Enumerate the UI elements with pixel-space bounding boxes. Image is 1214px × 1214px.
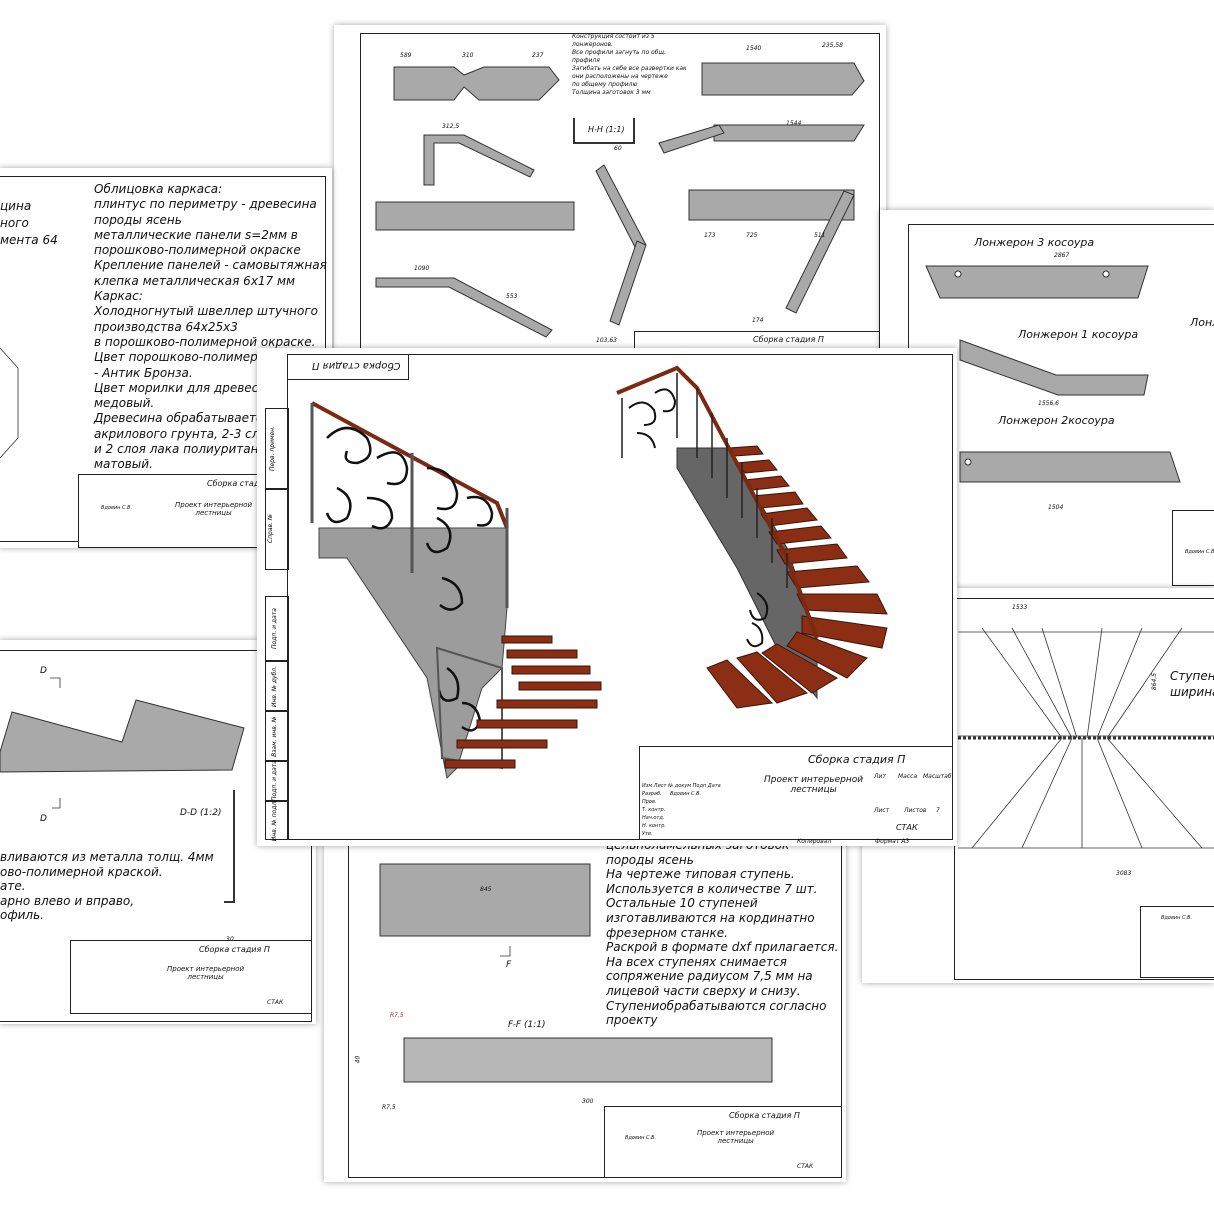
- title-block-stage: Сборка стадия П: [199, 945, 270, 954]
- side-box-1: Перв. примен.: [265, 408, 289, 490]
- title-block-main: Сборка стадия П Изм Лист № докум Подп Да…: [639, 746, 953, 840]
- title-block-list: Лист: [874, 807, 890, 814]
- title-block-author: Вдовин С.В.: [1185, 549, 1214, 555]
- dim-r7-5-bottom: R7,5: [382, 1104, 396, 1111]
- profile-drawings: [375, 62, 865, 338]
- beam-drawings: [925, 265, 1181, 483]
- dim-1090: 1090: [414, 265, 430, 272]
- panel-note: вливаются из металла толщ. 4мм ово-полим…: [0, 850, 214, 922]
- section-h-h: H-H (1:1): [588, 125, 625, 134]
- panel-drawing: [0, 677, 245, 903]
- staircase-renders: [310, 365, 888, 780]
- dim-310: 310: [462, 52, 474, 59]
- title-block-izm-row: Изм Лист № докум Подп Дата: [642, 783, 721, 789]
- dim-589: 589: [400, 52, 412, 59]
- title-block-project: Проект интерьерной лестницы: [764, 775, 864, 795]
- dim-1540: 1540: [746, 45, 762, 52]
- dim-1556-6: 1556,6: [1038, 400, 1059, 407]
- cut-note: цина ного мента 64: [0, 199, 58, 247]
- dim-845: 845: [480, 886, 492, 893]
- sheet-main-assembly: Сборка стадия П Перв. примен. Справ. № П…: [257, 348, 957, 846]
- step-note: цельноламельных заготовок породы ясень Н…: [606, 838, 839, 1028]
- frame-sketch: [0, 347, 19, 459]
- dim-725: 725: [746, 232, 758, 239]
- dim-2867: 2867: [1054, 252, 1070, 259]
- beam-2-label: Лонжерон 2косоура: [998, 414, 1115, 427]
- side-box-2: Справ. №: [265, 488, 289, 570]
- title-block-massa: Масса: [898, 773, 918, 780]
- title-block-project: Проект интерьерной лестницы: [175, 501, 253, 517]
- dim-60: 60: [614, 145, 622, 152]
- dim-173: 173: [704, 232, 716, 239]
- title-block-listov: Листов: [904, 807, 927, 814]
- dim-103-63: 103,63: [596, 337, 617, 344]
- title-block-lit: Лит: [874, 773, 886, 780]
- cladding-note: Облицовка каркаса: плинтус по периметру …: [94, 182, 327, 472]
- footer-copied: Копировал: [797, 838, 832, 845]
- title-block-company: СТАК: [896, 823, 918, 832]
- step-detail-drawing: [379, 863, 773, 1083]
- dim-30: 30: [226, 936, 234, 943]
- title-block-right-bottom: Вдовин С.В.: [1140, 906, 1214, 978]
- title-block-utv: Утв.: [642, 831, 653, 837]
- dim-312-5: 312,5: [442, 123, 460, 130]
- title-block-tkontr: Т. контр.: [642, 807, 666, 813]
- title-block-stage: Сборка стадия П: [753, 335, 824, 344]
- dim-174: 174: [752, 317, 764, 324]
- dim-553: 553: [506, 293, 518, 300]
- section-marker-d-bottom: D: [40, 814, 47, 824]
- title-block-listov-count: 7: [936, 807, 940, 814]
- dim-1504: 1504: [1048, 504, 1064, 511]
- title-block-nachotd: Нач.отд.: [642, 815, 665, 821]
- title-block-project: Проект интерьерной лестницы: [167, 965, 245, 981]
- title-block-author: Вдовин С.В.: [101, 505, 133, 511]
- section-marker-f: F: [506, 960, 512, 970]
- dim-300: 300: [582, 1098, 594, 1105]
- beam-3-label: Лонжерон 3 косоура: [974, 236, 1095, 249]
- stamp-rotated: Сборка стадия П: [287, 354, 409, 380]
- dim-864-5: 864,5: [1151, 672, 1159, 691]
- dim-511: 511: [814, 232, 826, 239]
- title-block-author: Вдовин С.В.: [625, 1135, 657, 1141]
- section-d-d: D-D (1:2): [180, 808, 222, 818]
- sheet-step-detail: 845 F F-F (1:1) R7,5 40 300 R7,5 цельнол…: [324, 830, 846, 1182]
- drawing-frame: [287, 354, 953, 840]
- title-block-bottom: Сборка стадия П Проект интерьерной лестн…: [604, 1106, 842, 1178]
- steps-plan-drawing: [958, 627, 1214, 849]
- dim-1533: 1533: [1012, 604, 1028, 611]
- sheet-top-profiles: Конструкция состоит из 5 лонжеронов. Все…: [334, 25, 886, 355]
- title-block-company: СТАК: [797, 1163, 814, 1170]
- side-box-6: Подп. и дата: [265, 760, 289, 802]
- title-block-stage: Сборка стадия П: [729, 1111, 800, 1120]
- beam-1-label: Лонжерон 1 косоура: [1018, 328, 1139, 341]
- title-block-prov: Пров.: [642, 799, 657, 805]
- dim-40: 40: [354, 1055, 362, 1064]
- construction-note: Конструкция состоит из 5 лонжеронов. Все…: [572, 33, 687, 96]
- title-block-stage: Сборка стадия П: [808, 753, 906, 766]
- title-block-stage: Сборка стадия П: [207, 479, 278, 488]
- title-block-author: Вдовин С.В.: [670, 791, 702, 797]
- section-marker-d-top: D: [40, 666, 47, 676]
- title-block-company: СТАК: [267, 999, 284, 1006]
- dim-237: 237: [532, 52, 544, 59]
- side-box-4: Инв. № дубл.: [265, 660, 289, 712]
- footer-format: Формат А3: [875, 838, 910, 845]
- title-block-left-bottom: Сборка стадия П Проект интерьерной лестн…: [70, 940, 312, 1014]
- dim-3083: 3083: [1116, 870, 1132, 877]
- title-block-nkontr: Н. контр.: [642, 823, 666, 829]
- title-block-author: Вдовин С.В.: [1161, 915, 1193, 921]
- dim-235-58: 235,58: [822, 42, 843, 49]
- section-f-f: F-F (1:1): [508, 1020, 546, 1030]
- side-box-5: Взам. инв. №: [265, 710, 289, 762]
- dim-1544: 1544: [786, 120, 802, 127]
- beam-cut-label: Лонж: [1190, 316, 1214, 329]
- title-block-razrab: Разраб.: [642, 791, 662, 797]
- title-block-masshtab: Масштаб: [923, 773, 952, 780]
- dim-r7-5-top: R7,5: [390, 1012, 404, 1019]
- title-block-right-top: Вдовин С.В.: [1172, 510, 1214, 586]
- side-box-3: Подп. и дата: [265, 596, 289, 662]
- title-block-project: Проект интерьерной лестницы: [697, 1129, 775, 1145]
- side-box-7: Инв. № подл.: [265, 800, 289, 841]
- steps-note: Ступен ширина: [1170, 669, 1214, 699]
